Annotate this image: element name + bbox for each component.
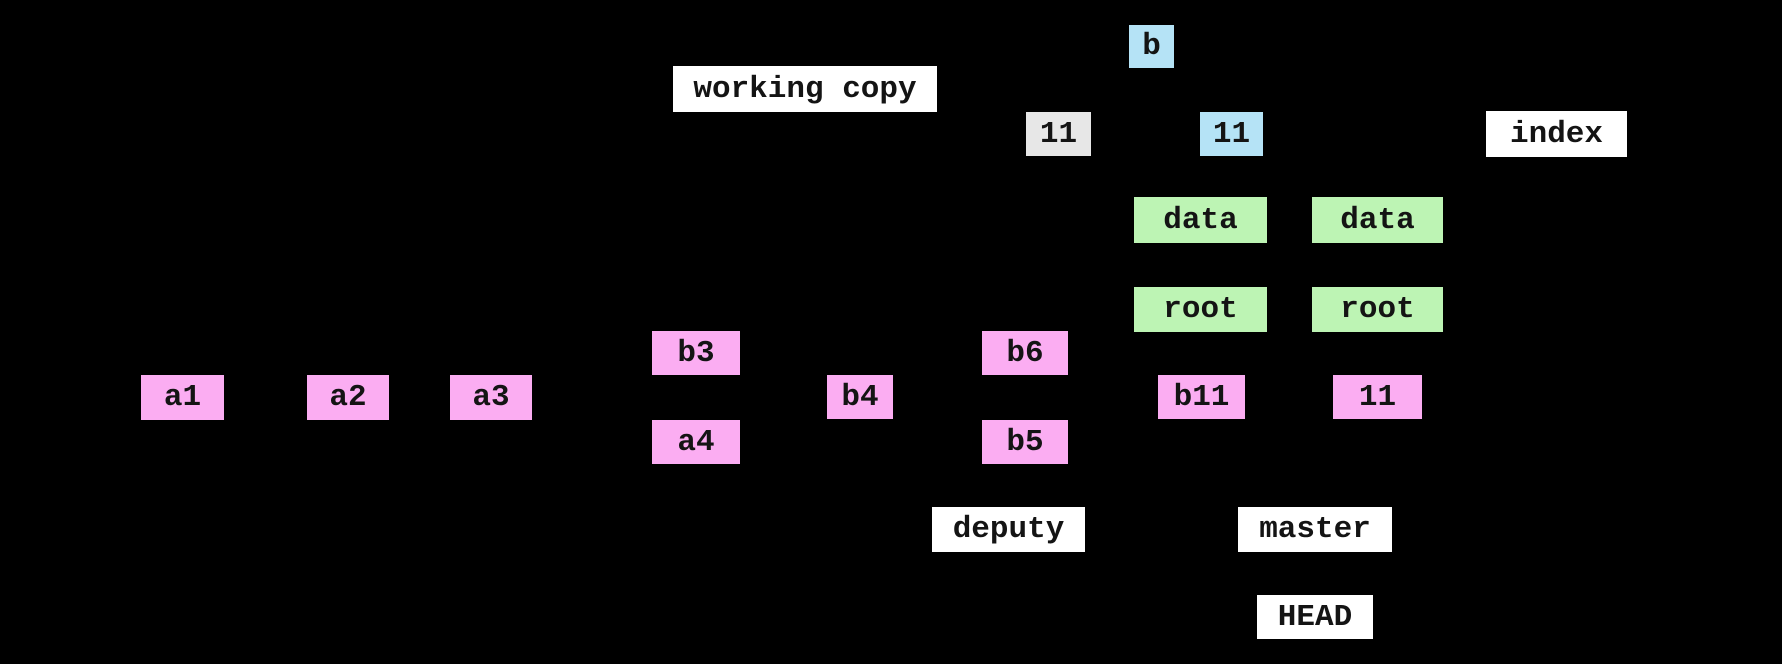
node-commit-a2: a2 [307,375,389,420]
label-master: master [1238,507,1392,552]
node-blob-11: 11 [1200,112,1263,156]
label-deputy: deputy [932,507,1085,552]
node-commit-b5: b5 [982,420,1068,464]
node-tree-data-right: data [1312,197,1443,243]
node-commit-a4: a4 [652,420,740,464]
node-commit-b3: b3 [652,331,740,375]
node-tree-root-right: root [1312,287,1443,332]
node-commit-a3: a3 [450,375,532,420]
label-head: HEAD [1257,595,1373,639]
node-commit-b6: b6 [982,331,1068,375]
node-working-file-11: 11 [1026,112,1091,156]
node-commit-b11: b11 [1158,375,1245,419]
label-working-copy: working copy [673,66,937,112]
node-commit-a1: a1 [141,375,224,420]
node-tree-root-left: root [1134,287,1267,332]
node-commit-11: 11 [1333,375,1422,419]
node-tree-data-left: data [1134,197,1267,243]
node-blob-b: b [1129,25,1174,68]
node-commit-b4: b4 [827,375,893,419]
label-index: index [1486,111,1627,157]
